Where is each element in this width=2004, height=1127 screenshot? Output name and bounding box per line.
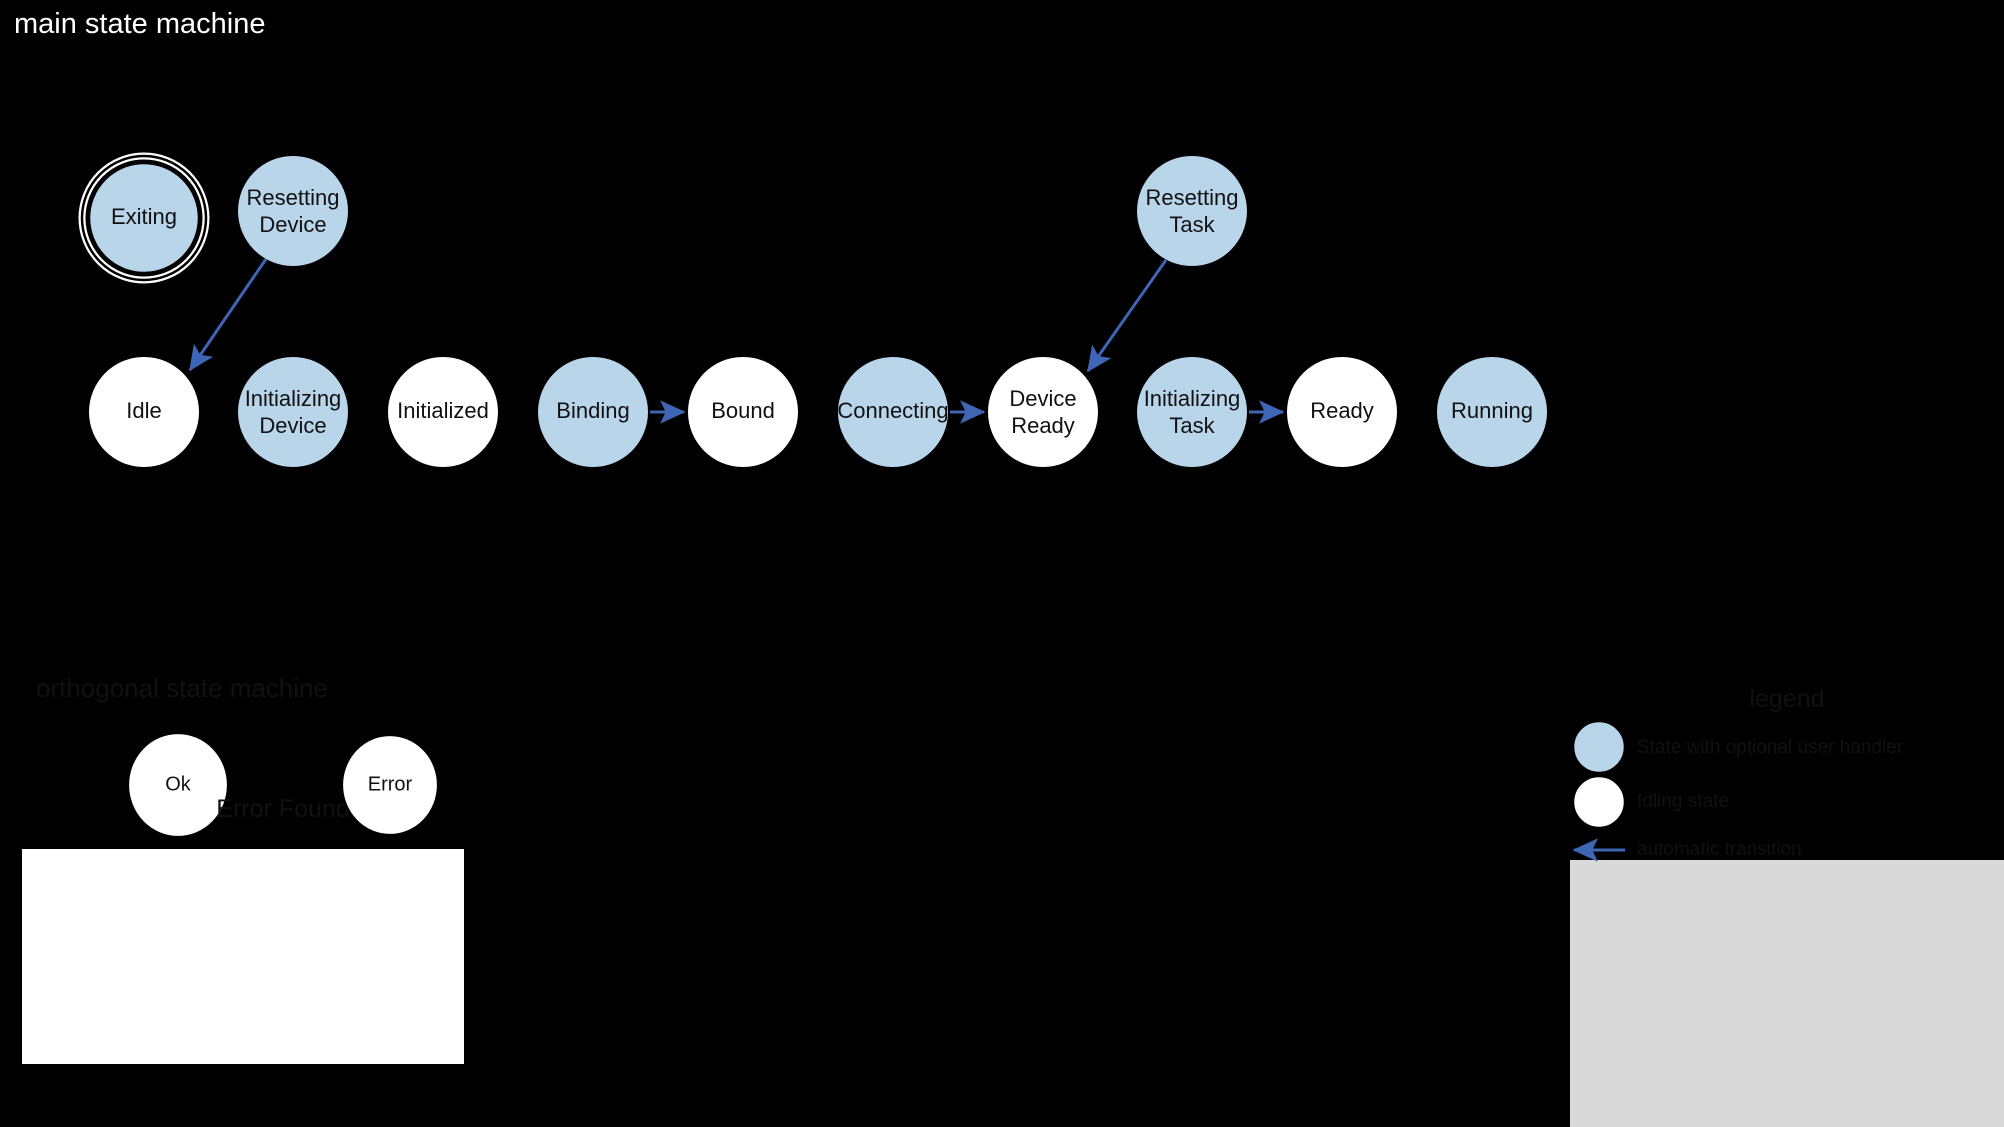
state-label-line2: Task bbox=[1169, 212, 1215, 237]
state-label-line2: Task bbox=[1169, 413, 1215, 438]
filled-circle-icon bbox=[1571, 719, 1627, 775]
state-node-exiting[interactable]: Exiting bbox=[78, 152, 210, 284]
state-label-line2: Device bbox=[259, 413, 326, 438]
final-state-outer-border bbox=[80, 154, 208, 282]
state-label-line1: Device bbox=[1009, 386, 1076, 411]
state-label: Ok bbox=[165, 773, 192, 795]
state-circle bbox=[838, 357, 948, 467]
legend-item-label: State with optional user handler bbox=[1637, 737, 1904, 758]
state-circle bbox=[688, 357, 798, 467]
state-circle bbox=[1287, 357, 1397, 467]
transition-resetting-device-to-idle[interactable] bbox=[188, 258, 268, 372]
legend-panel-background bbox=[1570, 860, 2004, 1127]
state-node-ok[interactable]: Ok bbox=[126, 731, 230, 839]
transition-ok-to-error-label: Error Found bbox=[216, 795, 349, 823]
initial-state-icon[interactable] bbox=[39, 772, 65, 798]
transition-resetting-task-to-device-ready[interactable] bbox=[1086, 259, 1168, 373]
state-circle bbox=[538, 357, 648, 467]
state-label-line1: Resetting bbox=[247, 185, 340, 210]
state-node-resetting-task[interactable]: Resetting Task bbox=[1137, 156, 1247, 266]
state-circle bbox=[1137, 357, 1247, 467]
state-label-line1: Resetting bbox=[1146, 185, 1239, 210]
state-label: Idle bbox=[126, 398, 161, 423]
state-label: Connecting bbox=[837, 398, 948, 423]
state-node-idle[interactable]: Idle bbox=[89, 357, 199, 467]
state-label: Ready bbox=[1310, 398, 1374, 423]
legend-panel: legend State with optional user handler … bbox=[1570, 685, 2004, 1127]
state-circle bbox=[238, 357, 348, 467]
state-node-bound[interactable]: Bound bbox=[688, 357, 798, 467]
state-label-line2: Device bbox=[259, 212, 326, 237]
main-title: main state machine bbox=[14, 8, 265, 40]
legend-title: legend bbox=[1749, 685, 1824, 713]
state-node-initialized[interactable]: Initialized bbox=[388, 357, 498, 467]
state-node-device-ready[interactable]: Device Ready bbox=[988, 357, 1098, 467]
state-label: Binding bbox=[556, 398, 629, 423]
state-label-line2: Ready bbox=[1011, 413, 1075, 438]
state-node-ready[interactable]: Ready bbox=[1287, 357, 1397, 467]
state-node-initializing-device[interactable]: Initializing Device bbox=[238, 357, 348, 467]
state-circle bbox=[89, 357, 199, 467]
state-circle bbox=[238, 156, 348, 266]
state-node-initializing-task[interactable]: Initializing Task bbox=[1137, 357, 1247, 467]
main-transitions bbox=[188, 258, 1285, 424]
state-label: Error bbox=[368, 773, 413, 795]
legend-item-label: automatic transition bbox=[1637, 839, 1802, 860]
legend-item-idling-state: Idling state bbox=[1571, 774, 1729, 830]
legend-item-label: Idling state bbox=[1637, 791, 1729, 812]
state-label-line1: Initializing bbox=[245, 386, 342, 411]
state-circle bbox=[1137, 156, 1247, 266]
state-label-line1: Initializing bbox=[1144, 386, 1241, 411]
orthogonal-state-machine-panel: orthogonal state machine Ok Error Found … bbox=[22, 673, 464, 1064]
state-circle bbox=[988, 357, 1098, 467]
orthogonal-panel-title: orthogonal state machine bbox=[36, 673, 328, 703]
legend-item-automatic-transition: automatic transition bbox=[1572, 838, 1802, 862]
state-label: Initialized bbox=[397, 398, 489, 423]
state-node-connecting[interactable]: Connecting bbox=[837, 357, 949, 467]
state-node-resetting-device[interactable]: Resetting Device bbox=[238, 156, 348, 266]
state-label: Exiting bbox=[111, 204, 177, 229]
state-circle bbox=[1437, 357, 1547, 467]
state-node-binding[interactable]: Binding bbox=[538, 357, 648, 467]
state-circle bbox=[340, 733, 440, 837]
legend-item-handler-state: State with optional user handler bbox=[1571, 719, 1904, 775]
state-label: Running bbox=[1451, 398, 1533, 423]
empty-circle-icon bbox=[1571, 774, 1627, 830]
state-node-running[interactable]: Running bbox=[1437, 357, 1547, 467]
state-circle bbox=[87, 161, 201, 275]
orthogonal-panel-background bbox=[22, 849, 464, 1064]
state-label: Bound bbox=[711, 398, 775, 423]
state-node-error[interactable]: Error bbox=[340, 733, 440, 837]
state-circle bbox=[388, 357, 498, 467]
